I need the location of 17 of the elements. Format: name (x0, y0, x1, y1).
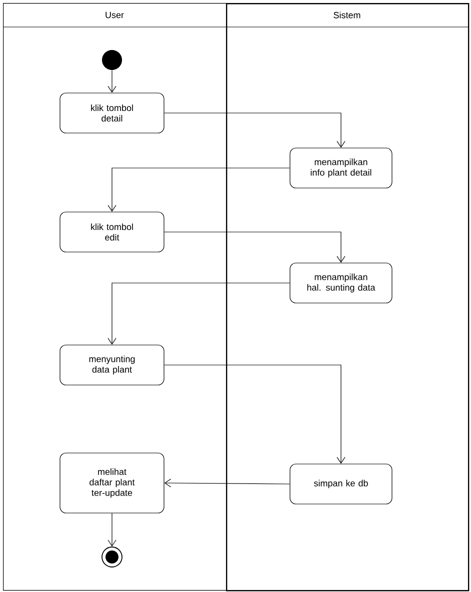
arrow (164, 478, 290, 488)
arrow (164, 232, 346, 263)
action-box: menyunting data plant (60, 344, 164, 386)
action-box: klik tombol edit (60, 212, 164, 252)
arrow (108, 70, 116, 93)
end-circle (102, 546, 122, 568)
arrow (108, 513, 116, 547)
action-box: menampilkan hal. sunting data (290, 262, 392, 304)
action-box: simpan ke db (290, 464, 392, 504)
action-box: klik tombol detail (60, 92, 164, 134)
arrow (164, 364, 346, 464)
action-box: melihat daftar plant ter-update (60, 452, 164, 514)
arrow (164, 112, 346, 148)
arrow (108, 168, 290, 212)
action-box: menampilkan info plant detail (290, 148, 392, 188)
start-circle (102, 50, 122, 70)
arrow (108, 282, 290, 345)
